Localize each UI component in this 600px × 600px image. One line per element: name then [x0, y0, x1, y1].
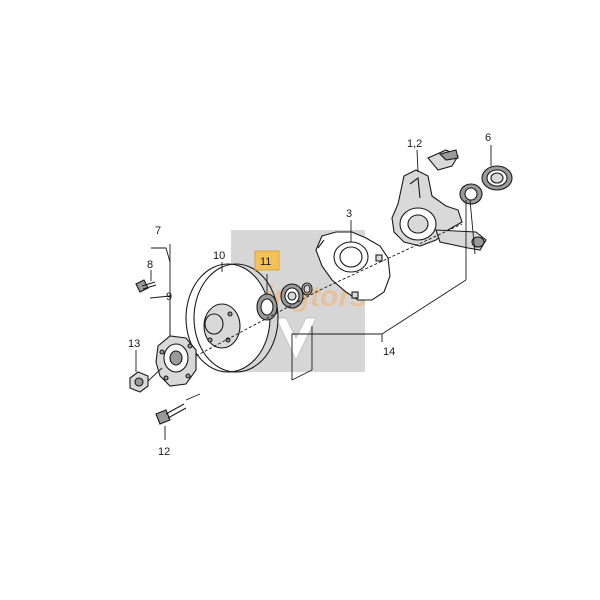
callout-11-highlight	[254, 250, 280, 271]
assembly-lines	[147, 223, 463, 401]
part-6-bearing	[481, 165, 513, 191]
callout-7[interactable]: 7	[155, 225, 161, 237]
callout-8[interactable]: 8	[147, 259, 153, 271]
part-11-seal	[256, 293, 278, 321]
callout-11[interactable]: 11	[260, 256, 271, 268]
part-wheel-bearing	[280, 283, 304, 309]
part-13-hub-nut	[129, 371, 149, 393]
part-8-wheel-stud	[135, 279, 157, 293]
part-knuckle-seal	[459, 183, 483, 205]
callout-1-2[interactable]: 1,2	[407, 138, 422, 150]
part-steering-knuckle	[391, 149, 487, 251]
leader-lines	[135, 145, 492, 440]
callout-9[interactable]: 9	[166, 291, 172, 303]
callout-14[interactable]: 14	[383, 346, 395, 358]
callout-6[interactable]: 6	[485, 132, 491, 144]
part-10-brake-disc	[185, 263, 279, 373]
watermark-logo-shape	[275, 317, 317, 362]
callout-12[interactable]: 12	[158, 446, 170, 458]
part-3-dust-shield	[315, 231, 391, 301]
part-snap-ring	[301, 282, 313, 296]
callout-10[interactable]: 10	[213, 250, 225, 262]
callout-13[interactable]: 13	[128, 338, 140, 350]
callout-labels: 1,2 6 3 7 8 9 10 11 13 12 14	[128, 132, 491, 458]
callout-3[interactable]: 3	[346, 208, 352, 220]
part-9-wheel-hub	[155, 335, 197, 387]
part-12-bolt	[155, 403, 187, 425]
